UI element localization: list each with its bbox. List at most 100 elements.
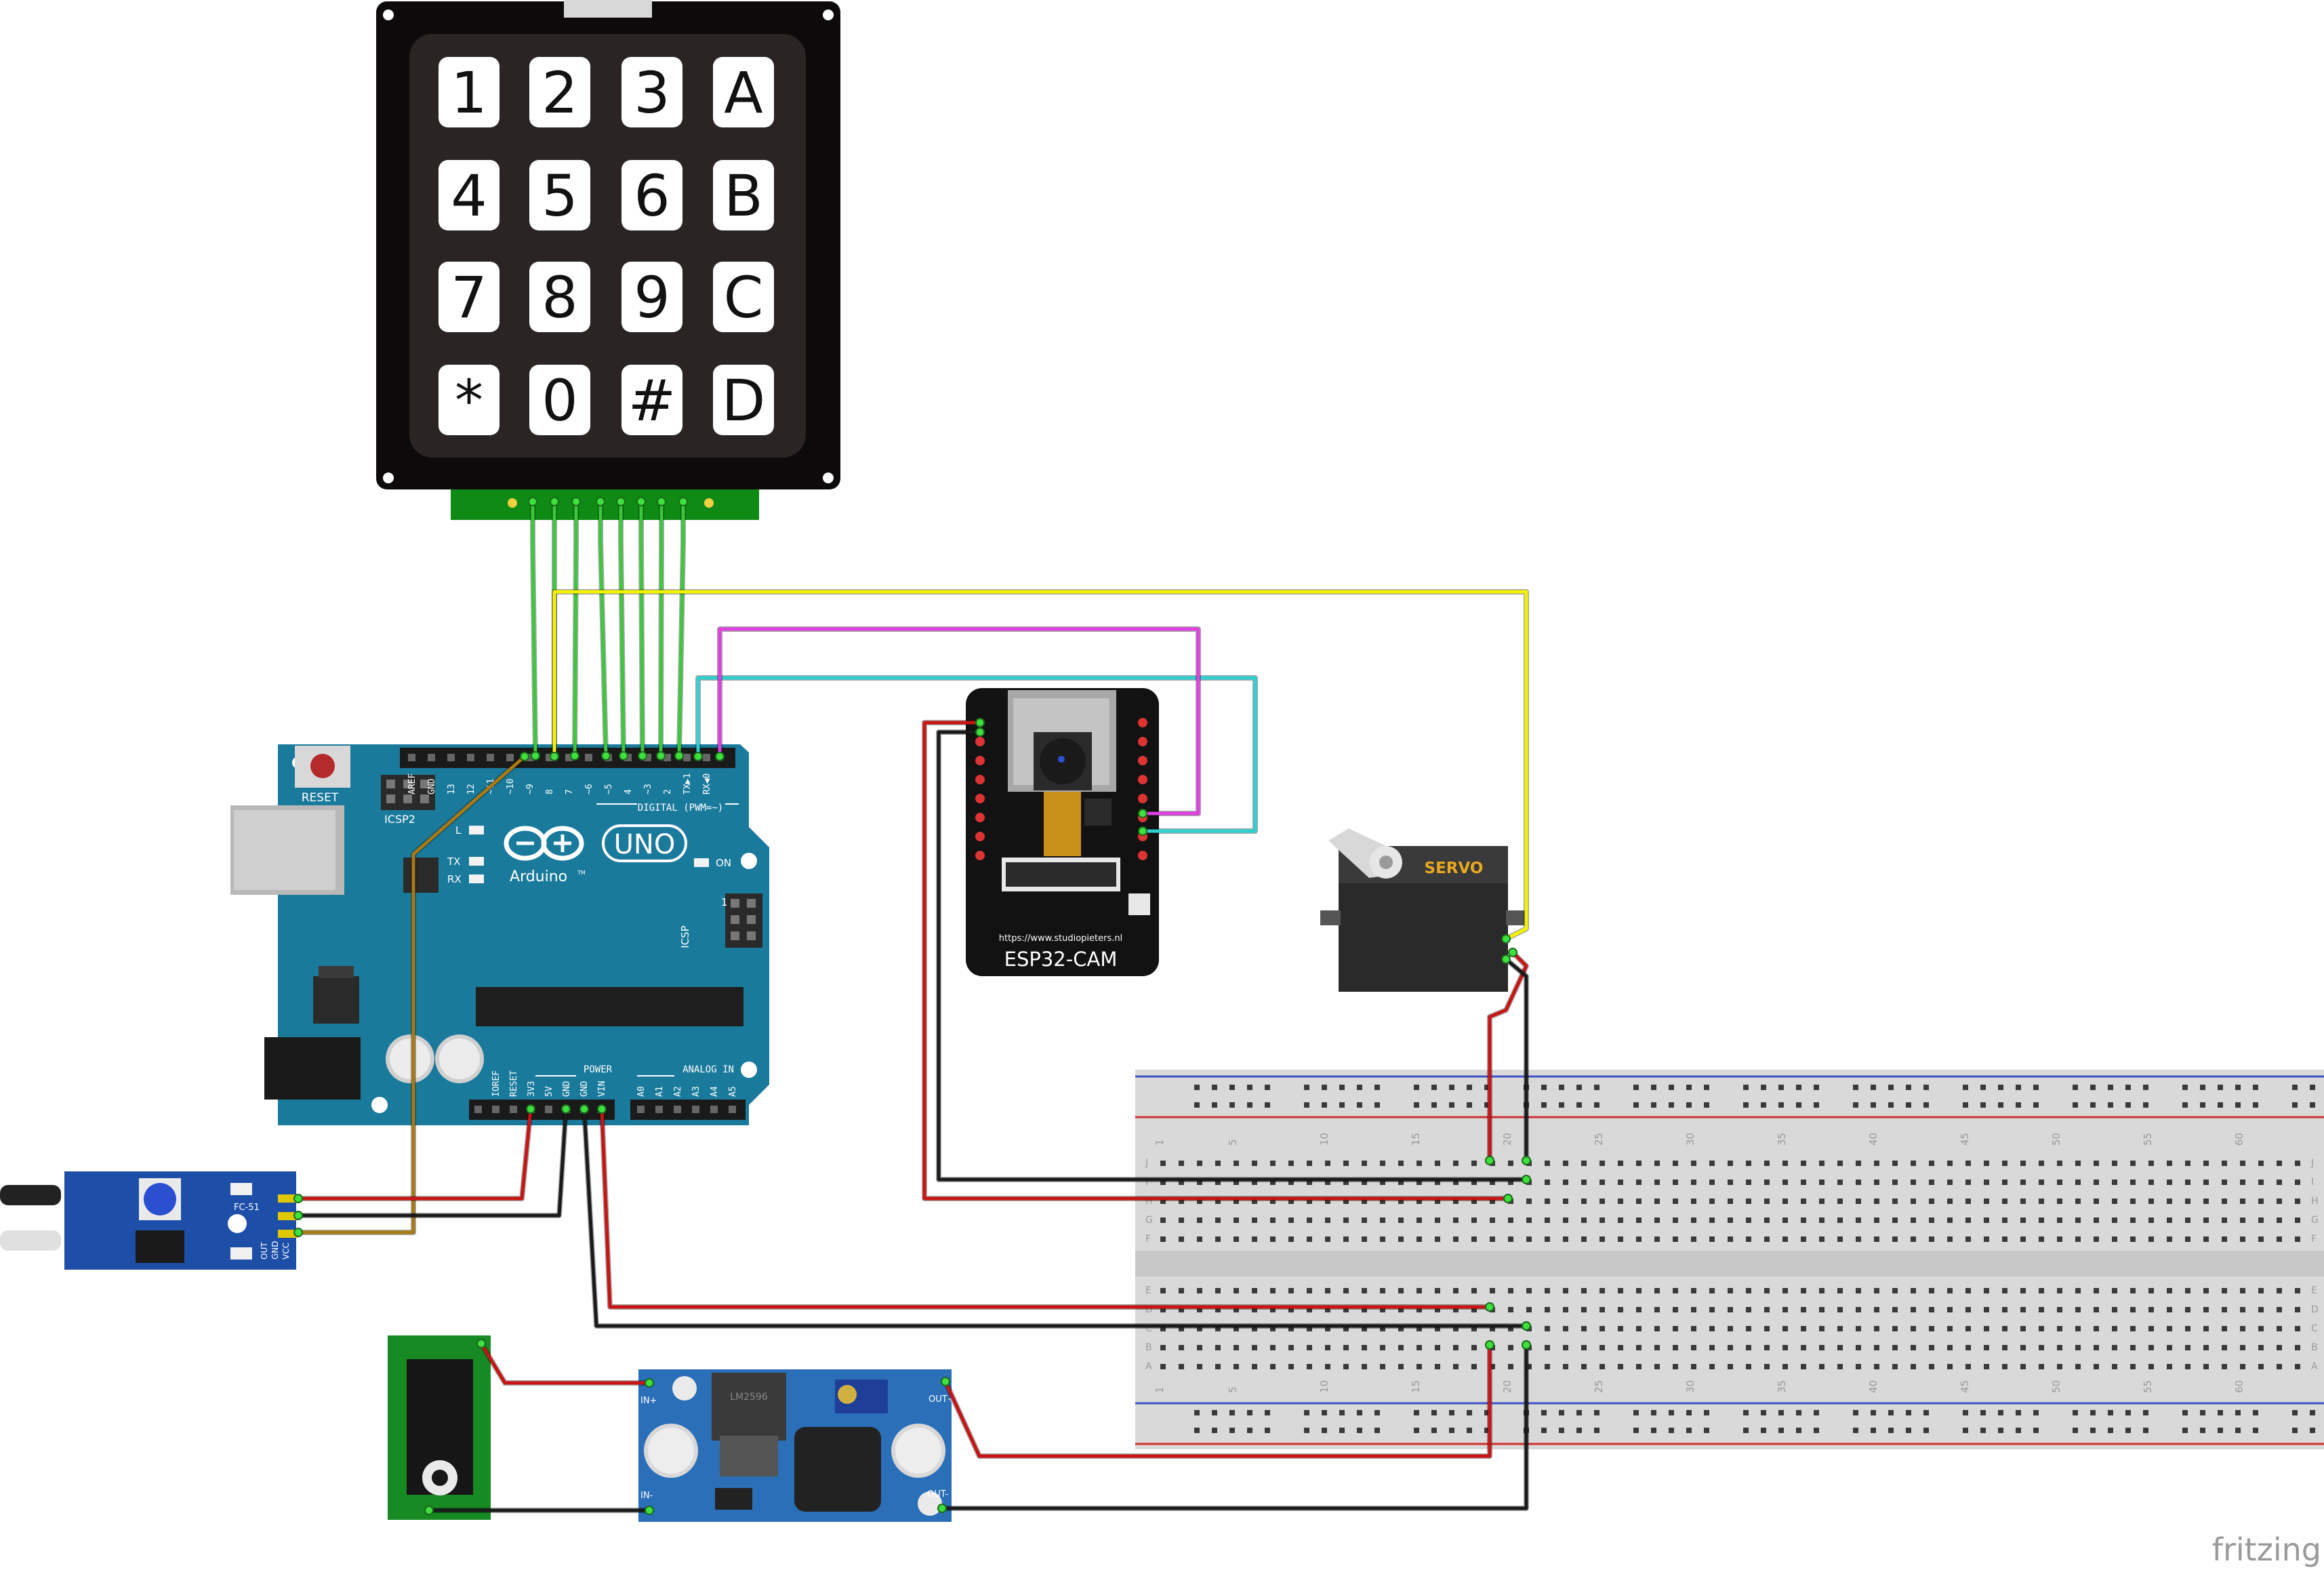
breadboard-hole	[1545, 1307, 1550, 1312]
breadboard-hole	[2240, 1180, 2245, 1185]
breadboard-hole	[1307, 1345, 1312, 1350]
breadboard-hole	[2203, 1326, 2209, 1331]
sd-slot-inner	[1006, 862, 1116, 887]
breadboard-hole	[1980, 1085, 1986, 1090]
breadboard-hole	[2125, 1085, 2131, 1090]
breadboard-hole	[1998, 1410, 2003, 1415]
breadboard-hole	[2310, 1428, 2315, 1433]
breadboard-hole	[1431, 1085, 1437, 1090]
wire-endpoint	[528, 497, 537, 506]
breadboard-hole	[1669, 1085, 1674, 1090]
breadboard-hole	[1559, 1428, 1564, 1433]
breadboard-hole	[2016, 1410, 2021, 1415]
power-pin-label: IOREF	[491, 1070, 502, 1097]
breadboard-hole	[2253, 1085, 2258, 1090]
keypad-hole	[823, 472, 834, 483]
breadboard-hole	[1339, 1428, 1345, 1433]
breadboard-hole	[2167, 1307, 2172, 1312]
breadboard-hole	[1929, 1307, 1934, 1312]
breadboard-hole	[2185, 1161, 2190, 1166]
breadboard-hole	[1215, 1326, 1221, 1331]
breadboard-hole	[1633, 1428, 1639, 1433]
breadboard-hole	[1471, 1236, 1477, 1242]
breadboard-hole	[1673, 1345, 1678, 1350]
breadboard-hole	[1563, 1180, 1568, 1185]
breadboard-hole	[2258, 1345, 2264, 1350]
breadboard-hole	[2002, 1199, 2007, 1204]
breadboard-hole	[1618, 1180, 1623, 1185]
breadboard-hole	[1801, 1307, 1806, 1312]
breadboard-hole	[1778, 1102, 1784, 1108]
breadboard-hole	[1856, 1345, 1861, 1350]
breadboard-hole	[1288, 1217, 1294, 1223]
keypad-key	[529, 262, 590, 332]
breadboard-hole	[1709, 1236, 1715, 1242]
breadboard-hole	[2258, 1326, 2264, 1331]
breadboard-hole	[1761, 1410, 1766, 1415]
esp32-chip	[1084, 799, 1112, 826]
breadboard-hole	[1965, 1161, 1971, 1166]
breadboard-hole	[1947, 1364, 1953, 1369]
breadboard-hole	[1911, 1326, 1916, 1331]
digital-pin-label: 4	[624, 789, 634, 794]
breadboard-hole	[2277, 1288, 2282, 1293]
breadboard-hole	[2295, 1180, 2300, 1185]
breadboard-hole	[1599, 1307, 1605, 1312]
breadboard-hole	[2222, 1236, 2227, 1242]
lm2596-chip	[712, 1373, 786, 1441]
breadboard-hole	[1673, 1236, 1678, 1242]
breadboard-hole	[1581, 1288, 1587, 1293]
breadboard-hole	[1728, 1345, 1733, 1350]
breadboard-hole	[2094, 1161, 2099, 1166]
breadboard-hole	[1435, 1199, 1440, 1204]
breadboard-hole	[2057, 1236, 2062, 1242]
breadboard-hole	[1963, 1102, 1968, 1108]
esp32-pin-right	[1138, 851, 1147, 860]
wire-endpoint	[636, 497, 646, 506]
breadboard-hole	[1929, 1236, 1934, 1242]
buck-out-minus: OUT-	[927, 1489, 948, 1499]
icsp-header	[725, 893, 762, 948]
breadboard-col-number: 10	[1318, 1380, 1330, 1393]
breadboard-hole	[2310, 1102, 2315, 1108]
led-on-label: ON	[716, 857, 731, 869]
breadboard-hole	[2185, 1199, 2190, 1204]
esp32-cam-module: https://www.studiopieters.nl ESP32-CAM	[966, 688, 1159, 976]
breadboard-hole	[1654, 1364, 1660, 1369]
breadboard-hole	[2039, 1217, 2044, 1223]
breadboard-hole	[1563, 1236, 1568, 1242]
ir-pin	[278, 1230, 298, 1238]
breadboard-hole	[2020, 1345, 2026, 1350]
breadboard-hole	[1691, 1217, 1696, 1223]
breadboard-hole	[1471, 1345, 1477, 1350]
wire-endpoint	[1138, 826, 1147, 836]
keypad-key	[529, 365, 590, 435]
esp32-pin-right	[1138, 718, 1147, 727]
breadboard-hole	[2108, 1410, 2113, 1415]
keypad-key	[439, 262, 500, 332]
breadboard-hole	[1892, 1307, 1898, 1312]
breadboard-hole	[1362, 1236, 1367, 1242]
breadboard-hole	[1541, 1410, 1547, 1415]
breadboard-hole	[1947, 1161, 1953, 1166]
icsp2-pin	[420, 780, 429, 788]
breadboard-hole	[2253, 1410, 2258, 1415]
breadboard-hole	[2075, 1236, 2081, 1242]
breadboard-hole	[1633, 1085, 1639, 1090]
keypad-key	[621, 160, 682, 230]
header-socket	[526, 754, 533, 761]
breadboard-hole	[1490, 1180, 1495, 1185]
keypad-key-label: 7	[451, 264, 487, 331]
breadboard-hole	[2258, 1364, 2264, 1369]
breadboard-hole	[1892, 1364, 1898, 1369]
breadboard-hole	[1856, 1180, 1861, 1185]
ir-pin	[278, 1194, 298, 1203]
breadboard-hole	[1819, 1288, 1824, 1293]
breadboard-hole	[1691, 1345, 1696, 1350]
breadboard-hole	[1819, 1345, 1824, 1350]
breadboard-hole	[1234, 1364, 1239, 1369]
esp-wire-cyan	[696, 676, 1257, 833]
wire-endpoint	[1522, 1175, 1531, 1184]
breadboard-hole	[1618, 1288, 1623, 1293]
breadboard-hole	[1801, 1326, 1806, 1331]
